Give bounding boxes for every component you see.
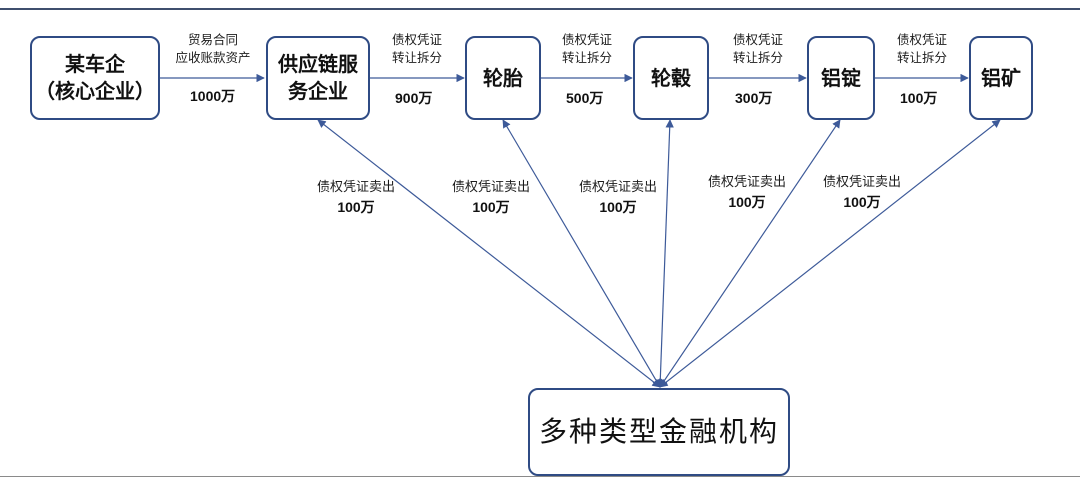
- arrow-ore-to-finance: [659, 119, 1001, 388]
- edge-3-label-line2: 转让拆分: [732, 50, 783, 66]
- node-tire: 轮胎: [465, 36, 541, 120]
- sale-label-ingot: 债权凭证卖出 100万: [697, 173, 797, 212]
- edge-amount-ingot-ore: 100万: [900, 90, 938, 106]
- sale-3-text: 债权凭证卖出: [707, 175, 786, 190]
- node-core-line1: 某车企: [65, 52, 125, 76]
- edge-0-label-line2: 应收账款资产: [175, 50, 251, 66]
- edge-amount-tire-hub: 500万: [566, 90, 604, 106]
- node-hub-label: 轮毂: [651, 65, 691, 90]
- node-wheel-hub: 轮毂: [633, 36, 709, 120]
- node-tire-label: 轮胎: [483, 65, 523, 90]
- edge-3-label-line1: 债权凭证: [732, 32, 783, 47]
- sale-2-amount: 100万: [599, 198, 637, 215]
- node-core-enterprise: 某车企 （核心企业）: [30, 36, 160, 120]
- sale-label-tire: 债权凭证卖出 100万: [441, 178, 541, 217]
- sale-4-amount: 100万: [843, 193, 881, 210]
- edge-1-label-line2: 转让拆分: [391, 50, 442, 66]
- bottom-rule: [0, 476, 1080, 477]
- sale-3-amount: 100万: [728, 193, 766, 210]
- edge-label-supply-tire: 债权凭证 转让拆分: [370, 31, 464, 67]
- arrow-supply-to-finance: [317, 119, 661, 388]
- edge-amount-supply-tire: 900万: [395, 90, 433, 106]
- node-supply-chain-service: 供应链服 务企业: [266, 36, 370, 120]
- sale-0-amount: 100万: [337, 198, 375, 215]
- edge-label-tire-hub: 债权凭证 转让拆分: [541, 31, 633, 67]
- node-ingot-label: 铝锭: [821, 65, 861, 90]
- edge-0-label-line1: 贸易合同: [187, 32, 238, 47]
- edge-label-ingot-ore: 债权凭证 转让拆分: [875, 31, 969, 67]
- node-financial-institutions: 多种类型金融机构: [528, 388, 790, 476]
- sale-1-text: 债权凭证卖出: [451, 180, 530, 195]
- edge-2-label-line1: 债权凭证: [561, 32, 612, 47]
- sale-label-supply: 债权凭证卖出 100万: [306, 178, 406, 217]
- sale-2-text: 债权凭证卖出: [578, 180, 657, 195]
- top-rule: [0, 8, 1080, 10]
- arrow-tire-to-finance: [502, 119, 661, 388]
- edge-4-label-line1: 债权凭证: [896, 32, 947, 47]
- edge-amount-core-supply: 1000万: [190, 88, 236, 104]
- sale-4-text: 债权凭证卖出: [822, 175, 901, 190]
- node-aluminum-ore: 铝矿: [969, 36, 1033, 120]
- node-supply-line1: 供应链服: [278, 52, 358, 76]
- sale-label-ore: 债权凭证卖出 100万: [812, 173, 912, 212]
- arrow-ingot-to-finance: [659, 119, 841, 388]
- edge-label-core-supply: 贸易合同 应收账款资产: [160, 31, 266, 67]
- sale-1-amount: 100万: [472, 198, 510, 215]
- sale-0-text: 债权凭证卖出: [316, 180, 395, 195]
- edge-4-label-line2: 转让拆分: [896, 50, 947, 66]
- node-core-line2: （核心企业）: [35, 79, 155, 103]
- arrow-hub-to-finance: [656, 119, 674, 388]
- edge-1-label-line1: 债权凭证: [391, 32, 442, 47]
- edge-amount-hub-ingot: 300万: [735, 90, 773, 106]
- node-ore-label: 铝矿: [981, 65, 1021, 90]
- node-aluminum-ingot: 铝锭: [807, 36, 875, 120]
- node-supply-line2: 务企业: [288, 79, 348, 103]
- edge-label-hub-ingot: 债权凭证 转让拆分: [709, 31, 807, 67]
- edge-2-label-line2: 转让拆分: [561, 50, 612, 66]
- sale-label-hub: 债权凭证卖出 100万: [568, 178, 668, 217]
- node-finance-label: 多种类型金融机构: [538, 415, 779, 449]
